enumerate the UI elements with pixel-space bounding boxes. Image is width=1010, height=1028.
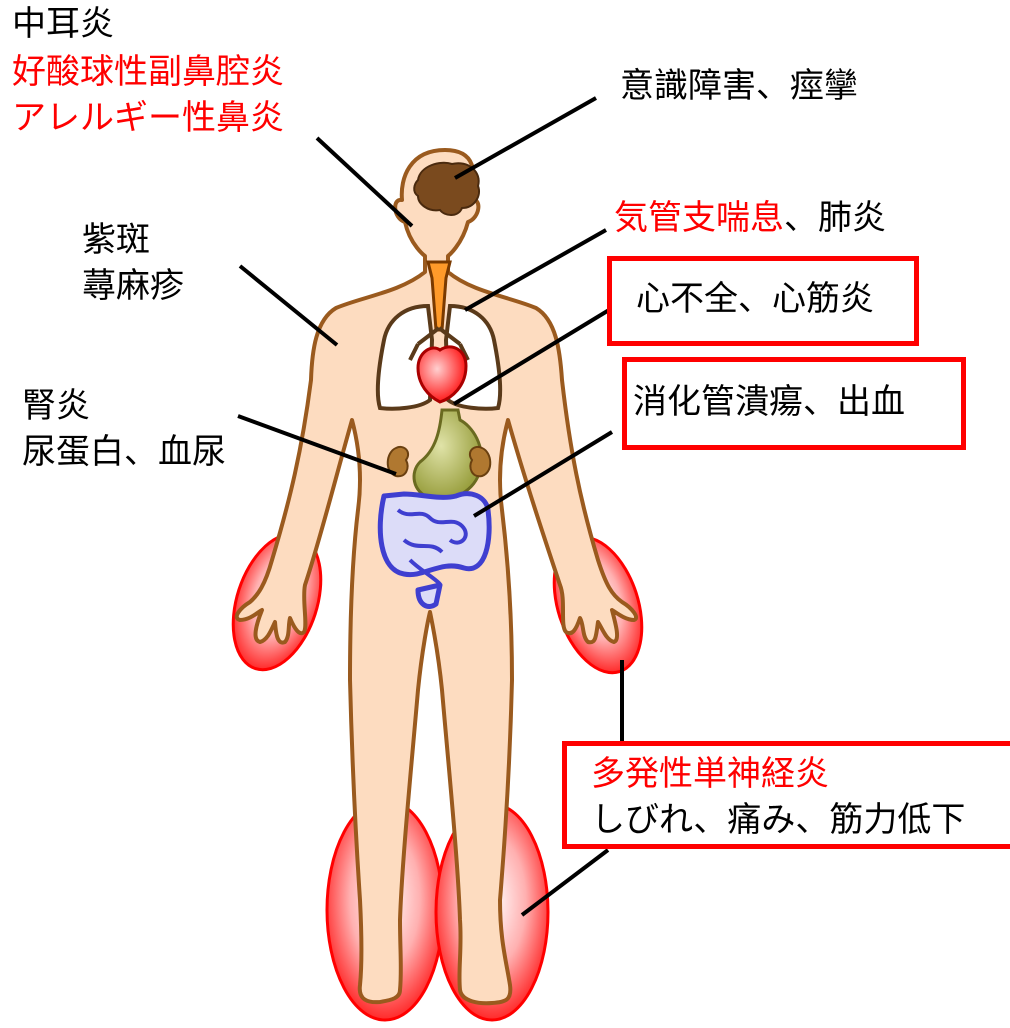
label-allergic-rhinitis: アレルギー性鼻炎 [12, 96, 284, 140]
label-nerve-symptoms: しびれ、痛み、筋力低下 [567, 796, 1010, 842]
label-lung: 気管支喘息、肺炎 [614, 196, 886, 240]
label-sinusitis: 好酸球性副鼻腔炎 [12, 50, 284, 94]
leader-lung [465, 230, 606, 310]
label-pneumonia: 、肺炎 [784, 198, 886, 238]
leader-brain [455, 98, 596, 178]
label-gi: 消化管潰瘍、出血 [627, 362, 961, 424]
label-mononeuritis: 多発性単神経炎 [567, 746, 1010, 796]
right-kidney [470, 447, 490, 476]
label-otitis-media: 中耳炎 [12, 2, 114, 46]
label-asthma: 気管支喘息 [614, 198, 784, 238]
label-urticaria: 蕁麻疹 [82, 264, 184, 308]
label-consciousness: 意識障害、痙攣 [620, 64, 858, 108]
gi-box: 消化管潰瘍、出血 [622, 357, 966, 450]
nerve-box: 多発性単神経炎 しびれ、痛み、筋力低下 [562, 741, 1010, 849]
label-heart: 心不全、心筋炎 [612, 261, 914, 321]
label-proteinuria: 尿蛋白、血尿 [22, 430, 226, 474]
leader-skin [240, 266, 337, 345]
heart-box: 心不全、心筋炎 [607, 256, 919, 346]
leader-ear [317, 138, 412, 226]
label-purpura: 紫斑 [82, 218, 150, 262]
label-nephritis: 腎炎 [22, 384, 90, 428]
